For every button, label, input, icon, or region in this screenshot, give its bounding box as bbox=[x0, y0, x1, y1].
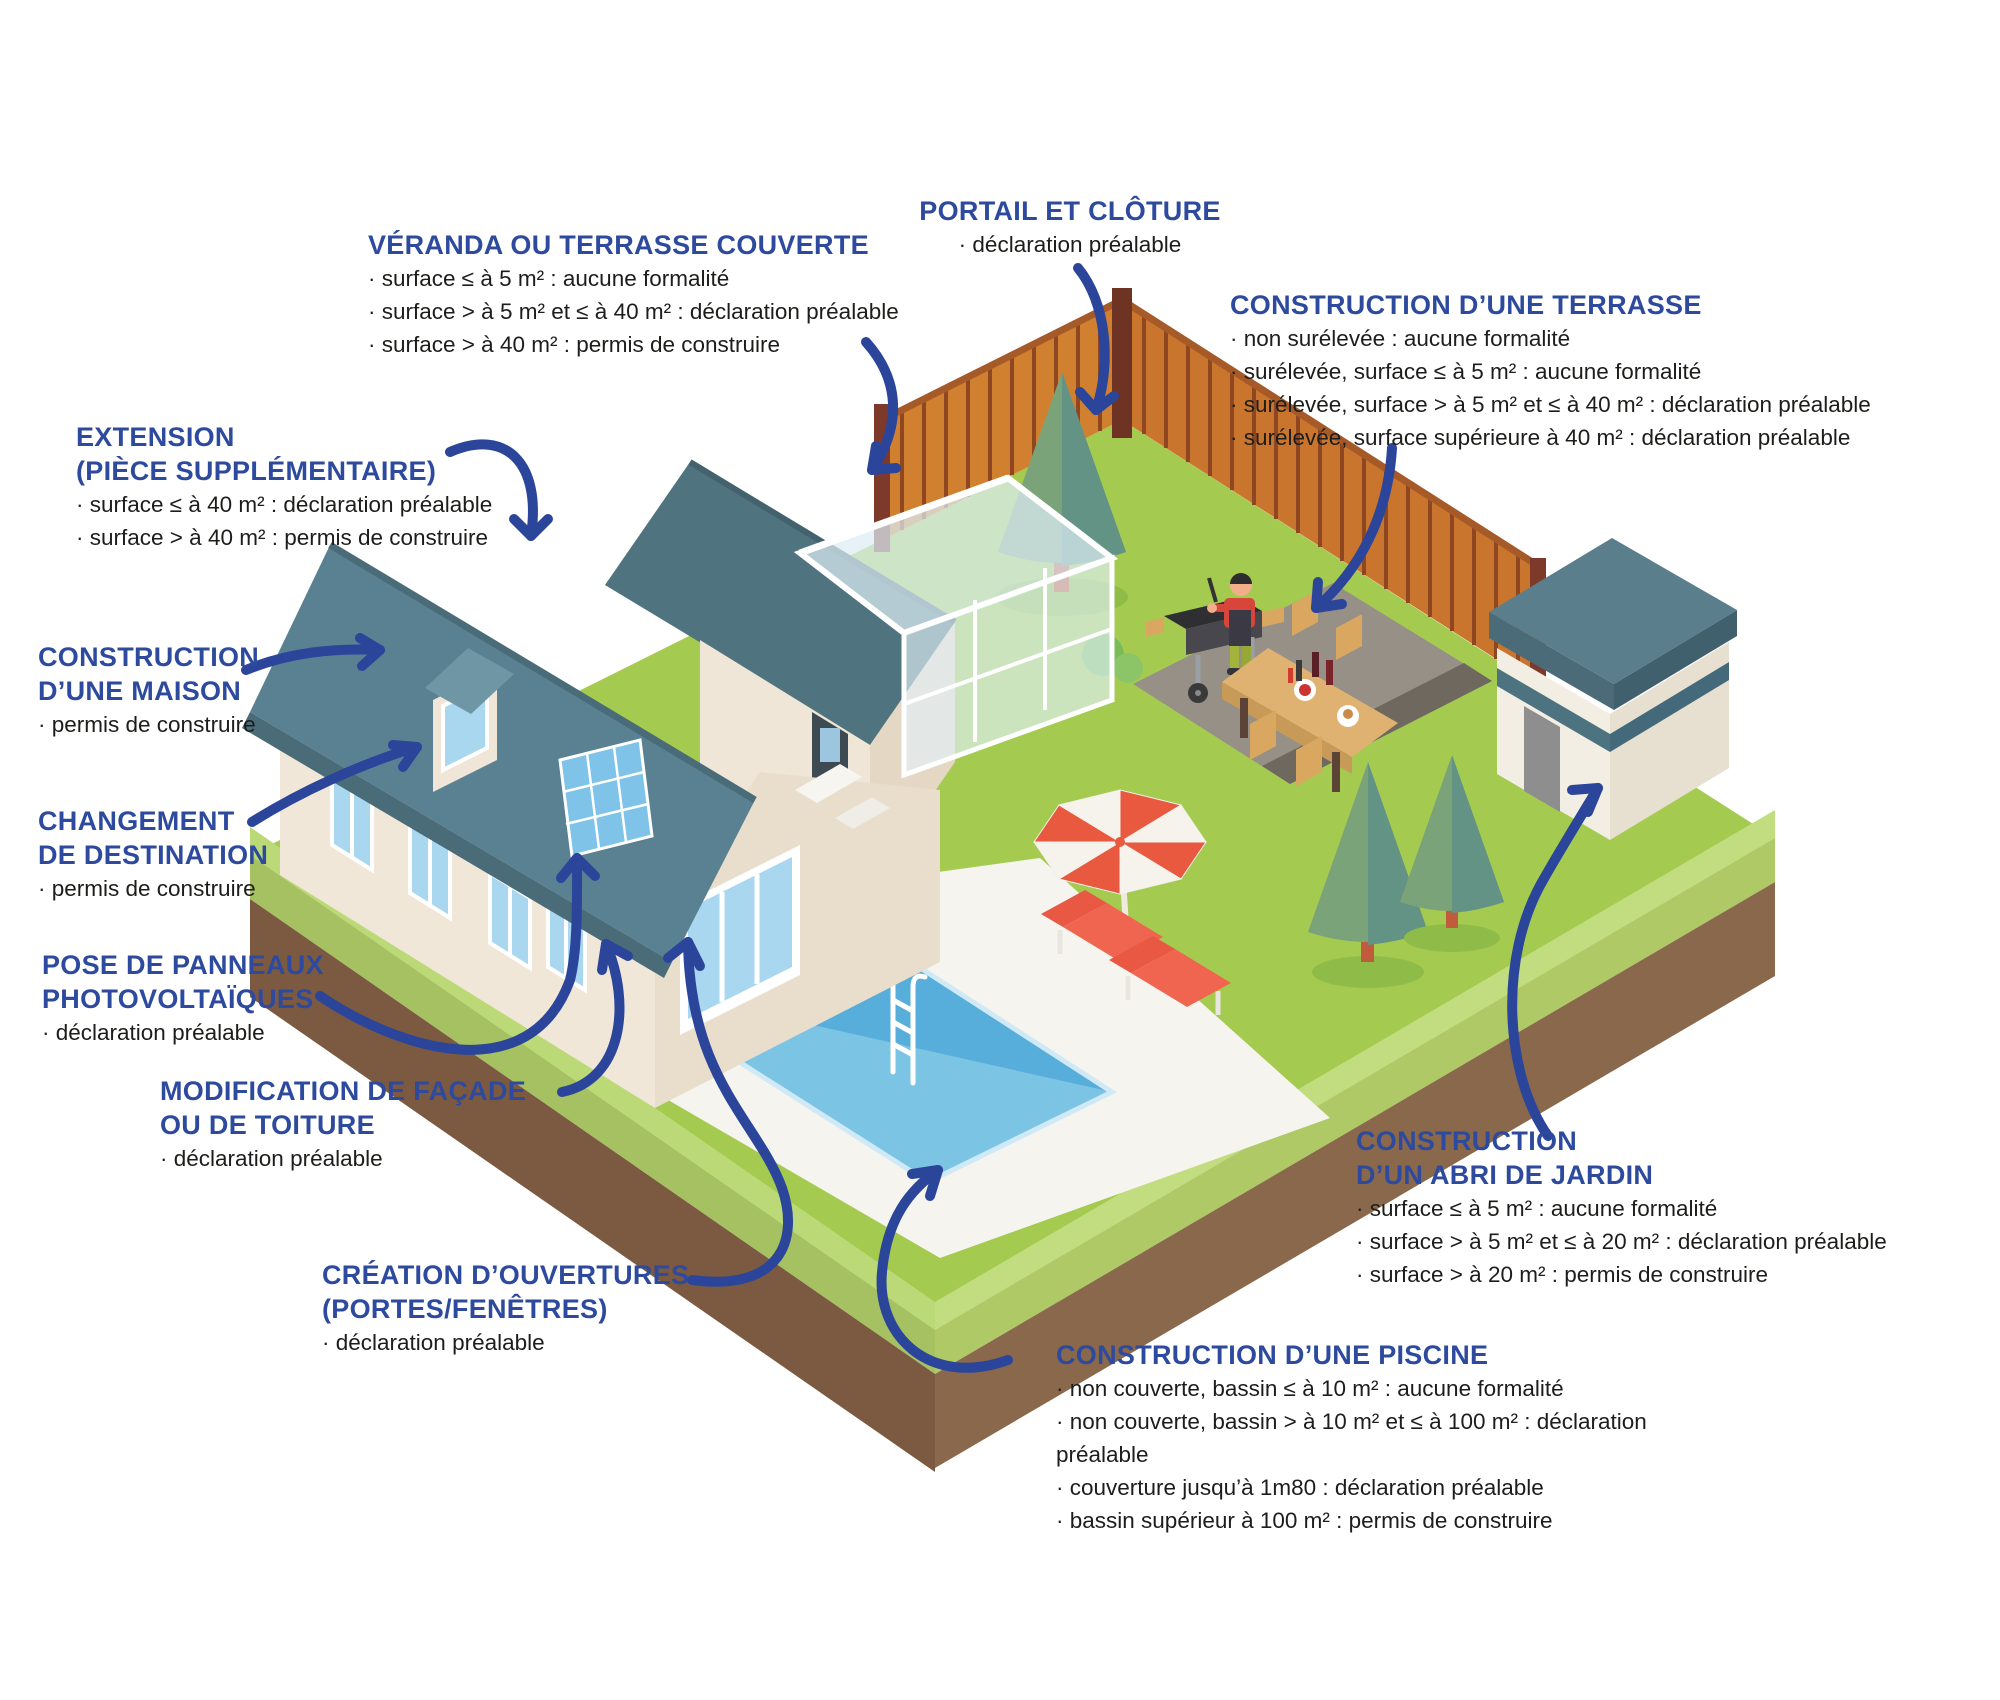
label-terrasse: CONSTRUCTION D’UNE TERRASSE non surélevé… bbox=[1230, 288, 1970, 454]
label-abri-title: CONSTRUCTION D’UN ABRI DE JARDIN bbox=[1356, 1126, 1654, 1190]
label-maison-title: CONSTRUCTION D’UNE MAISON bbox=[38, 642, 260, 706]
label-modification-rule: déclaration préalable bbox=[160, 1142, 580, 1175]
label-piscine-rule: non couverte, bassin ≤ à 10 m² : aucune … bbox=[1056, 1372, 1716, 1405]
label-creation: CRÉATION D’OUVERTURES (PORTES/FENÊTRES) … bbox=[322, 1258, 742, 1359]
label-extension-title: EXTENSION (PIÈCE SUPPLÉMENTAIRE) bbox=[76, 422, 437, 486]
pool-ladder-icon bbox=[890, 962, 928, 1086]
label-veranda-title: VÉRANDA OU TERRASSE COUVERTE bbox=[368, 230, 869, 260]
label-changement-title: CHANGEMENT DE DESTINATION bbox=[38, 806, 269, 870]
arrow-to-abri bbox=[1507, 783, 1603, 1141]
fence bbox=[874, 288, 1546, 698]
label-extension-rule: surface > à 40 m² : permis de construire bbox=[76, 521, 636, 554]
label-extension-rule: surface ≤ à 40 m² : déclaration préalabl… bbox=[76, 488, 636, 521]
label-piscine-rule: non couverte, bassin > à 10 m² et ≤ à 10… bbox=[1056, 1405, 1716, 1471]
fence-corner-post bbox=[1112, 288, 1132, 438]
veranda-glass bbox=[793, 474, 1119, 779]
label-portail-rule: déclaration préalable bbox=[850, 228, 1290, 261]
label-piscine-rule: couverture jusqu’à 1m80 : déclaration pr… bbox=[1056, 1471, 1716, 1504]
label-maison: CONSTRUCTION D’UNE MAISON permis de cons… bbox=[38, 640, 398, 741]
tree bbox=[1400, 755, 1504, 952]
sliding-window bbox=[680, 845, 800, 1035]
label-creation-title: CRÉATION D’OUVERTURES (PORTES/FENÊTRES) bbox=[322, 1260, 690, 1324]
label-veranda: VÉRANDA OU TERRASSE COUVERTE surface ≤ à… bbox=[368, 228, 1088, 361]
label-abri-rule: surface > à 20 m² : permis de construire bbox=[1356, 1258, 1976, 1291]
garden-table bbox=[1222, 590, 1398, 792]
label-veranda-rule: surface > à 5 m² et ≤ à 40 m² : déclarat… bbox=[368, 295, 1088, 328]
label-terrasse-rule: surélevée, surface supérieure à 40 m² : … bbox=[1230, 421, 1970, 454]
label-terrasse-rule: surélevée, surface ≤ à 5 m² : aucune for… bbox=[1230, 355, 1970, 388]
label-abri-rule: surface ≤ à 5 m² : aucune formalité bbox=[1356, 1192, 1976, 1225]
arrow-to-piscine bbox=[876, 1165, 1013, 1373]
label-portail: PORTAIL ET CLÔTURE déclaration préalable bbox=[850, 194, 1290, 261]
label-abri: CONSTRUCTION D’UN ABRI DE JARDIN surface… bbox=[1356, 1124, 1976, 1291]
label-terrasse-title: CONSTRUCTION D’UNE TERRASSE bbox=[1230, 290, 1702, 320]
arrow-to-maison bbox=[241, 633, 385, 675]
label-maison-rule: permis de construire bbox=[38, 708, 398, 741]
label-changement-rule: permis de construire bbox=[38, 872, 418, 905]
label-creation-rule: déclaration préalable bbox=[322, 1326, 742, 1359]
solar-panel bbox=[558, 738, 654, 858]
label-modification-title: MODIFICATION DE FAÇADE OU DE TOITURE bbox=[160, 1076, 527, 1140]
label-portail-title: PORTAIL ET CLÔTURE bbox=[919, 196, 1221, 226]
label-abri-rule: surface > à 5 m² et ≤ à 20 m² : déclarat… bbox=[1356, 1225, 1976, 1258]
label-terrasse-rule: surélevée, surface > à 5 m² et ≤ à 40 m²… bbox=[1230, 388, 1970, 421]
arrow-to-terrasse bbox=[1311, 443, 1397, 613]
arrow-to-changement bbox=[247, 740, 422, 827]
arrow-to-creation bbox=[663, 937, 793, 1287]
parasol-icon bbox=[1033, 789, 1207, 941]
label-extension: EXTENSION (PIÈCE SUPPLÉMENTAIRE) surface… bbox=[76, 420, 636, 554]
label-piscine-rule: bassin supérieur à 100 m² : permis de co… bbox=[1056, 1504, 1716, 1537]
label-veranda-rule: surface > à 40 m² : permis de construire bbox=[368, 328, 1088, 361]
label-panneaux-rule: déclaration préalable bbox=[42, 1016, 422, 1049]
label-veranda-rule: surface ≤ à 5 m² : aucune formalité bbox=[368, 262, 1088, 295]
wing-roof bbox=[605, 462, 955, 745]
shed-door bbox=[1524, 706, 1560, 812]
label-modification: MODIFICATION DE FAÇADE OU DE TOITURE déc… bbox=[160, 1074, 580, 1175]
label-piscine-title: CONSTRUCTION D’UNE PISCINE bbox=[1056, 1340, 1489, 1370]
label-changement: CHANGEMENT DE DESTINATION permis de cons… bbox=[38, 804, 418, 905]
label-terrasse-rule: non surélevée : aucune formalité bbox=[1230, 322, 1970, 355]
label-panneaux: POSE DE PANNEAUX PHOTOVOLTAÏQUES déclara… bbox=[42, 948, 422, 1049]
dormer bbox=[425, 648, 514, 792]
person-grilling bbox=[1207, 573, 1255, 679]
label-piscine: CONSTRUCTION D’UNE PISCINE non couverte,… bbox=[1056, 1338, 1716, 1537]
label-panneaux-title: POSE DE PANNEAUX PHOTOVOLTAÏQUES bbox=[42, 950, 324, 1014]
arrow-to-modification bbox=[557, 939, 633, 1097]
sun-lounger bbox=[1109, 936, 1231, 1015]
